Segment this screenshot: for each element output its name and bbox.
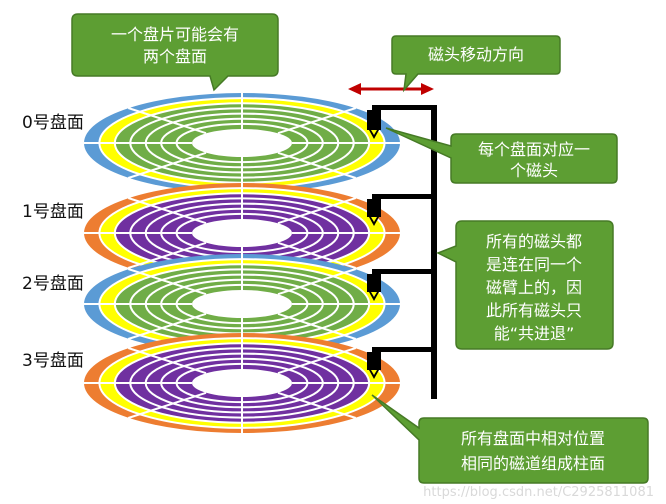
read-write-head-2 — [367, 274, 381, 301]
callout-two-surfaces-line1: 一个盘片可能会有 — [111, 25, 239, 44]
read-write-head-1 — [367, 199, 381, 226]
sector-divider — [277, 241, 357, 269]
sector-divider — [127, 268, 207, 296]
head-arm-0 — [372, 105, 437, 110]
callout-same-arm: 所有的磁头都 是连在同一个 磁臂上的，因 此所有磁头只 能“共进退” — [436, 220, 614, 350]
arm-vertical-bar — [431, 107, 437, 399]
callout-one-head-per-surface: 每个盘面对应一 个磁头 — [385, 127, 618, 184]
sector-divider — [277, 107, 357, 135]
callout-same-arm-line1: 所有的磁头都 — [486, 232, 582, 251]
sector-divider — [277, 347, 357, 375]
read-write-head-0 — [367, 110, 381, 139]
surface-label-1: 1号盘面 — [22, 202, 84, 222]
sector-divider — [127, 107, 207, 135]
callout-two-surfaces-line2: 两个盘面 — [143, 47, 207, 66]
sector-divider — [127, 312, 207, 340]
head-arm-2 — [372, 269, 437, 274]
sector-divider — [127, 151, 207, 179]
sector-divider — [277, 197, 357, 225]
callout-cylinder: 所有盘面中相对位置 相同的磁道组成柱面 — [371, 394, 649, 484]
movement-double-arrow — [348, 83, 434, 95]
surface-label-3: 3号盘面 — [22, 351, 84, 371]
callout-one-head-line1: 每个盘面对应一 — [478, 140, 590, 159]
watermark: https://blog.csdn.net/C2925811081 — [423, 485, 654, 500]
callout-one-head-line2: 个磁头 — [510, 161, 558, 180]
sector-divider — [277, 391, 357, 419]
spindle-hole — [192, 219, 292, 247]
platter-3 — [84, 333, 400, 433]
sector-divider — [277, 151, 357, 179]
sector-divider — [277, 312, 357, 340]
callout-cylinder-line2: 相同的磁道组成柱面 — [461, 454, 605, 473]
sector-divider — [127, 241, 207, 269]
callout-head-direction-text: 磁头移动方向 — [428, 45, 524, 64]
sector-divider — [277, 268, 357, 296]
callout-same-arm-line3: 磁臂上的，因 — [486, 278, 582, 297]
spindle-hole — [192, 129, 292, 157]
callout-two-surfaces: 一个盘片可能会有 两个盘面 — [71, 13, 279, 92]
platter-2 — [84, 254, 400, 354]
actuator-arm — [367, 105, 437, 399]
platter-stack — [84, 93, 400, 433]
head-arm-3 — [372, 347, 437, 352]
callout-cylinder-line1: 所有盘面中相对位置 — [461, 429, 605, 448]
spindle-hole — [192, 290, 292, 318]
sector-divider — [127, 391, 207, 419]
callout-same-arm-line4: 此所有磁头只 — [486, 301, 582, 320]
callout-head-direction: 磁头移动方向 — [391, 35, 561, 93]
platter-1 — [84, 183, 400, 283]
head-arm-1 — [372, 194, 437, 199]
sector-divider — [127, 347, 207, 375]
sector-divider — [127, 197, 207, 225]
platter-0 — [84, 93, 400, 193]
read-write-head-3 — [367, 352, 381, 379]
callout-same-arm-line5: 能“共进退” — [494, 324, 575, 343]
spindle-hole — [192, 369, 292, 397]
surface-label-2: 2号盘面 — [22, 274, 84, 294]
surface-label-0: 0号盘面 — [22, 113, 84, 133]
callout-same-arm-line2: 是连在同一个 — [486, 255, 582, 274]
